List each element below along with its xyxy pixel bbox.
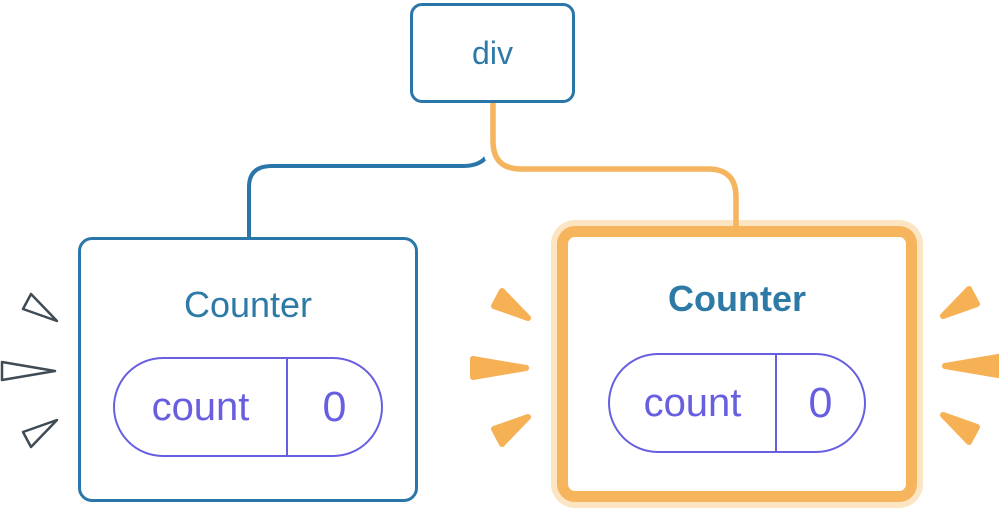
spark-wedge xyxy=(21,418,59,449)
state-pill: count 0 xyxy=(608,353,866,453)
root-node-label: div xyxy=(472,34,513,71)
counter-title: Counter xyxy=(668,278,806,319)
spark-burst-middle xyxy=(470,288,531,447)
spark-burst-right xyxy=(940,286,999,445)
state-value: 0 xyxy=(322,382,347,431)
spark-wedge xyxy=(21,292,59,323)
counter-node-right: Counter count 0 xyxy=(557,226,917,502)
spark-wedge xyxy=(470,356,529,380)
spark-wedge xyxy=(491,288,531,321)
spark-burst-left xyxy=(0,292,59,449)
edge-root-to-left xyxy=(247,99,494,240)
state-value: 0 xyxy=(808,378,833,427)
counter-title: Counter xyxy=(183,284,313,325)
state-key: count xyxy=(610,355,777,451)
edge-root-to-right xyxy=(490,99,739,231)
spark-wedge xyxy=(942,354,999,378)
spark-wedge xyxy=(940,286,980,319)
counter-node-left: Counter count 0 xyxy=(78,237,418,502)
spark-wedge xyxy=(940,412,980,445)
state-key: count xyxy=(115,359,288,455)
root-node: div xyxy=(410,3,575,103)
spark-wedge xyxy=(491,414,531,447)
spark-wedge xyxy=(0,360,57,382)
state-pill: count 0 xyxy=(113,357,383,457)
edge-root-to-right-casing xyxy=(482,99,747,220)
